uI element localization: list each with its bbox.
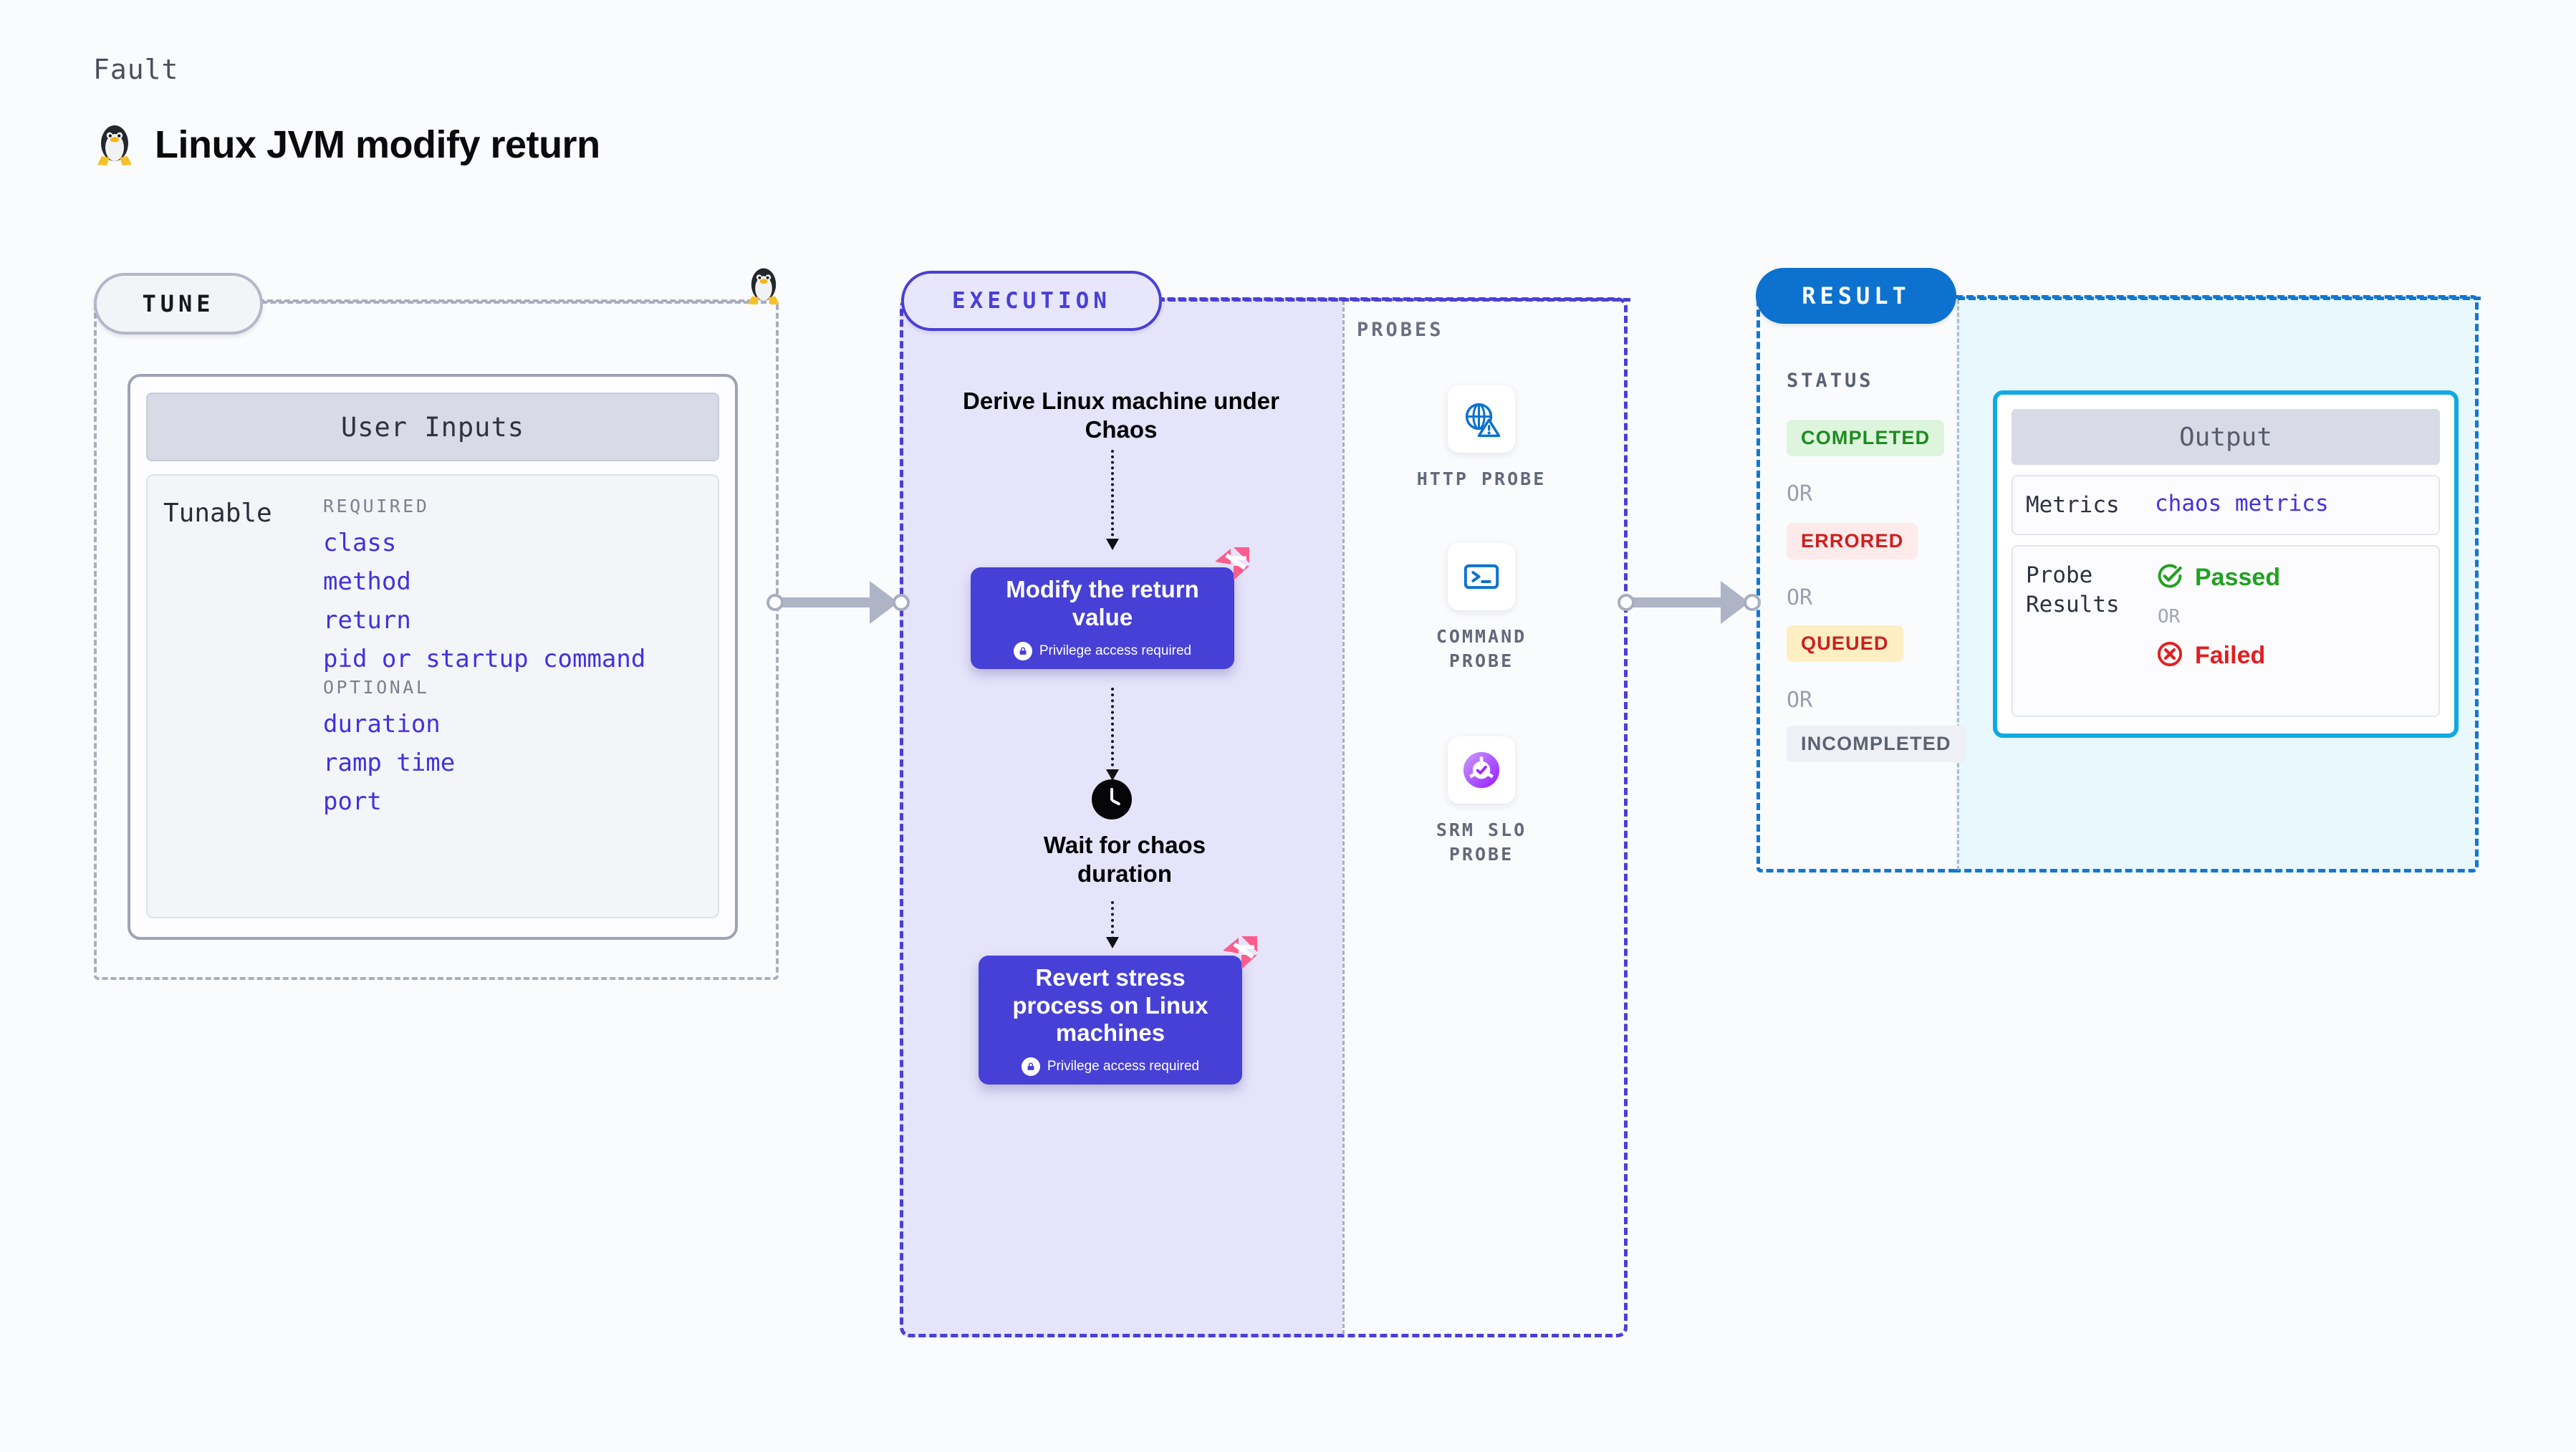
status-badge-incompleted: INCOMPLETED [1787, 726, 1966, 762]
connector-end-dot [1744, 594, 1761, 611]
tune-section-box [94, 301, 779, 980]
derive-step-label: Derive Linux machine under Chaos [963, 388, 1279, 443]
connector-start-dot [766, 594, 784, 611]
result-section-pill: RESULT [1756, 268, 1956, 324]
probe-results-values: Passed OR Failed [2155, 561, 2280, 673]
status-or-3: OR [1787, 688, 1813, 713]
status-badge-errored: ERRORED [1787, 523, 1918, 559]
connector-tune-to-execution [766, 581, 910, 624]
probe-result-failed: Failed [2155, 639, 2280, 673]
probe-http[interactable]: HTTP PROBE [1410, 385, 1553, 491]
fault-kicker: Fault [93, 54, 179, 85]
probe-results-key: Probe Results [2026, 562, 2120, 617]
tunable-label: Tunable [163, 499, 272, 528]
output-title: Output [2012, 409, 2440, 465]
output-card: Output Metrics chaos metrics Probe Resul… [1993, 390, 2459, 738]
privilege-row: Privilege access required [1021, 1057, 1200, 1077]
param-method[interactable]: method [323, 567, 411, 596]
passed-label: Passed [2195, 564, 2281, 592]
group-label-required: REQUIRED [323, 496, 430, 516]
tune-section-pill: TUNE [94, 273, 263, 335]
wait-step-label: Wait for chaos duration [1043, 832, 1206, 888]
probe-result-passed: Passed [2155, 561, 2280, 595]
execution-fill [900, 297, 1342, 1337]
probe-command[interactable]: COMMAND PROBE [1410, 543, 1553, 673]
connector-end-dot [893, 594, 910, 611]
page-title: Linux JVM modify return [155, 123, 600, 166]
status-label: STATUS [1787, 370, 1874, 392]
execution-section-pill: EXECUTION [901, 271, 1162, 331]
lock-icon [1013, 641, 1032, 660]
tunable-params-list: REQUIRED class method return pid or star… [323, 490, 703, 828]
probe-srm-caption: SRM SLO PROBE [1436, 819, 1527, 865]
connector-start-dot [1618, 594, 1635, 611]
probe-srm-slo[interactable]: SRM SLO PROBE [1410, 736, 1553, 867]
failed-label: Failed [2195, 642, 2266, 670]
privilege-text: Privilege access required [1039, 643, 1192, 658]
probe-http-caption: HTTP PROBE [1416, 468, 1547, 489]
modify-return-value-title: Modify the return value [1006, 576, 1199, 630]
param-return[interactable]: return [323, 606, 411, 635]
revert-stress-process-node[interactable]: Revert stress process on Linux machines … [979, 956, 1242, 1085]
param-duration[interactable]: duration [323, 710, 441, 739]
param-pid-or-startup-command[interactable]: pid or startup command [323, 645, 646, 673]
check-circle-icon [2155, 561, 2185, 595]
srm-slo-donut-icon [1448, 736, 1515, 804]
execution-top-dashed-line [1158, 298, 1630, 302]
flow-arrow-2 [1106, 688, 1119, 781]
linux-penguin-icon [95, 122, 135, 168]
status-badge-queued: QUEUED [1787, 625, 1903, 662]
flow-arrow-3 [1106, 901, 1119, 948]
param-class[interactable]: class [323, 529, 397, 557]
output-metrics-row: Metrics chaos metrics [2012, 475, 2440, 536]
harness-logo-icon [1220, 935, 1260, 972]
terminal-icon [1448, 543, 1515, 610]
result-top-dashed-line [1958, 297, 2481, 300]
probes-divider [1342, 301, 1345, 1335]
status-or-1: OR [1787, 481, 1813, 506]
group-label-optional: OPTIONAL [323, 677, 430, 698]
x-circle-icon [2155, 639, 2185, 673]
page-title-row: Linux JVM modify return [95, 122, 600, 168]
revert-stress-process-title: Revert stress process on Linux machines [1012, 963, 1208, 1047]
probe-results-or: OR [2158, 606, 2181, 628]
metrics-key: Metrics [2026, 492, 2120, 518]
privilege-row: Privilege access required [1013, 641, 1192, 660]
status-or-2: OR [1787, 585, 1813, 610]
harness-logo-icon [1212, 546, 1252, 583]
connector-shaft [779, 597, 874, 607]
user-inputs-title: User Inputs [146, 393, 719, 461]
tunable-panel: Tunable REQUIRED class method return pid… [146, 474, 719, 918]
tune-linux-marker-icon [745, 265, 782, 310]
clock-icon [1092, 779, 1132, 819]
connector-execution-to-result [1618, 581, 1761, 624]
param-port[interactable]: port [323, 787, 382, 816]
privilege-text: Privilege access required [1047, 1059, 1200, 1074]
flow-arrow-1 [1106, 450, 1119, 550]
user-inputs-card: User Inputs Tunable REQUIRED class metho… [128, 374, 738, 940]
status-badge-completed: COMPLETED [1787, 420, 1945, 456]
metrics-value[interactable]: chaos metrics [2155, 491, 2329, 516]
globe-warning-icon [1448, 385, 1515, 453]
connector-shaft [1630, 597, 1725, 607]
lock-icon [1021, 1057, 1040, 1077]
output-probe-results-row: Probe Results Passed OR [2012, 545, 2440, 718]
probe-command-caption: COMMAND PROBE [1436, 626, 1527, 671]
param-ramp-time[interactable]: ramp time [323, 749, 456, 777]
modify-return-value-node[interactable]: Modify the return value Privilege access… [971, 567, 1234, 669]
probes-label: PROBES [1357, 319, 1444, 341]
